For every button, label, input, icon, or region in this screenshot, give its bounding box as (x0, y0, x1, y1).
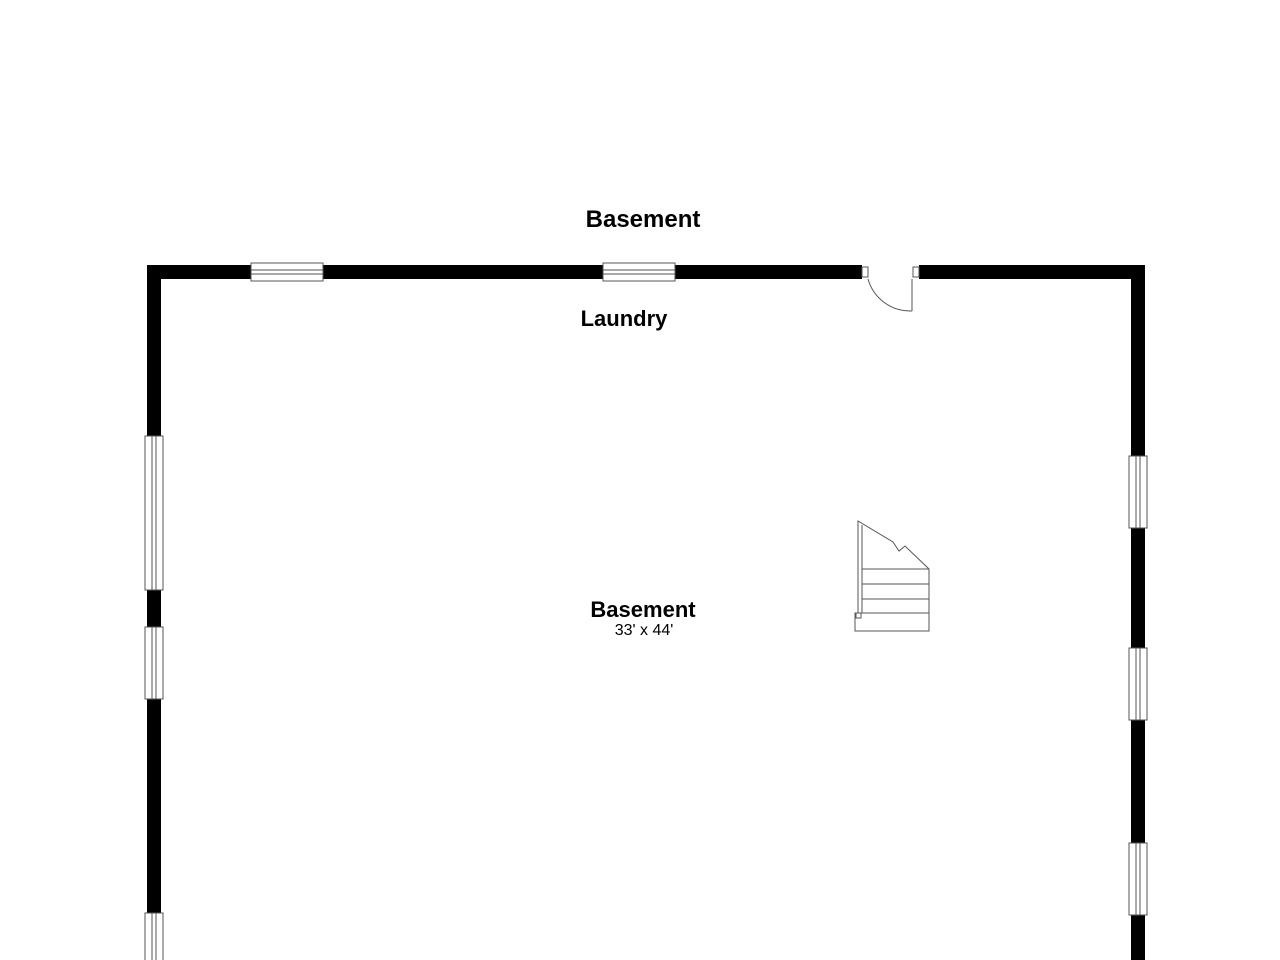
wall-top-left (147, 265, 862, 279)
room-label-basement: Basement (590, 597, 696, 622)
window-top-2 (602, 262, 676, 282)
window-left-1 (144, 435, 164, 591)
window-top-1 (250, 262, 324, 282)
door-jamb-right (912, 266, 920, 278)
wall-right (1131, 265, 1145, 960)
floor-title: Basement (585, 206, 701, 233)
window-right-1 (1128, 455, 1148, 529)
door-top (861, 266, 920, 312)
wall-top-right (919, 265, 1145, 279)
window-right-2 (1128, 647, 1148, 721)
windows (144, 262, 1148, 960)
room-label-laundry: Laundry (580, 306, 668, 331)
wall-left (147, 265, 161, 960)
room-dimensions-basement: 33' x 44' (614, 622, 674, 639)
stair-landing (854, 612, 930, 632)
door-swing-arc (867, 278, 913, 312)
door-jamb-left (861, 266, 869, 278)
stair-post (855, 612, 862, 619)
window-left-3 (144, 912, 164, 960)
window-right-3 (1128, 842, 1148, 916)
stairs (854, 520, 930, 632)
window-left-2 (144, 626, 164, 700)
